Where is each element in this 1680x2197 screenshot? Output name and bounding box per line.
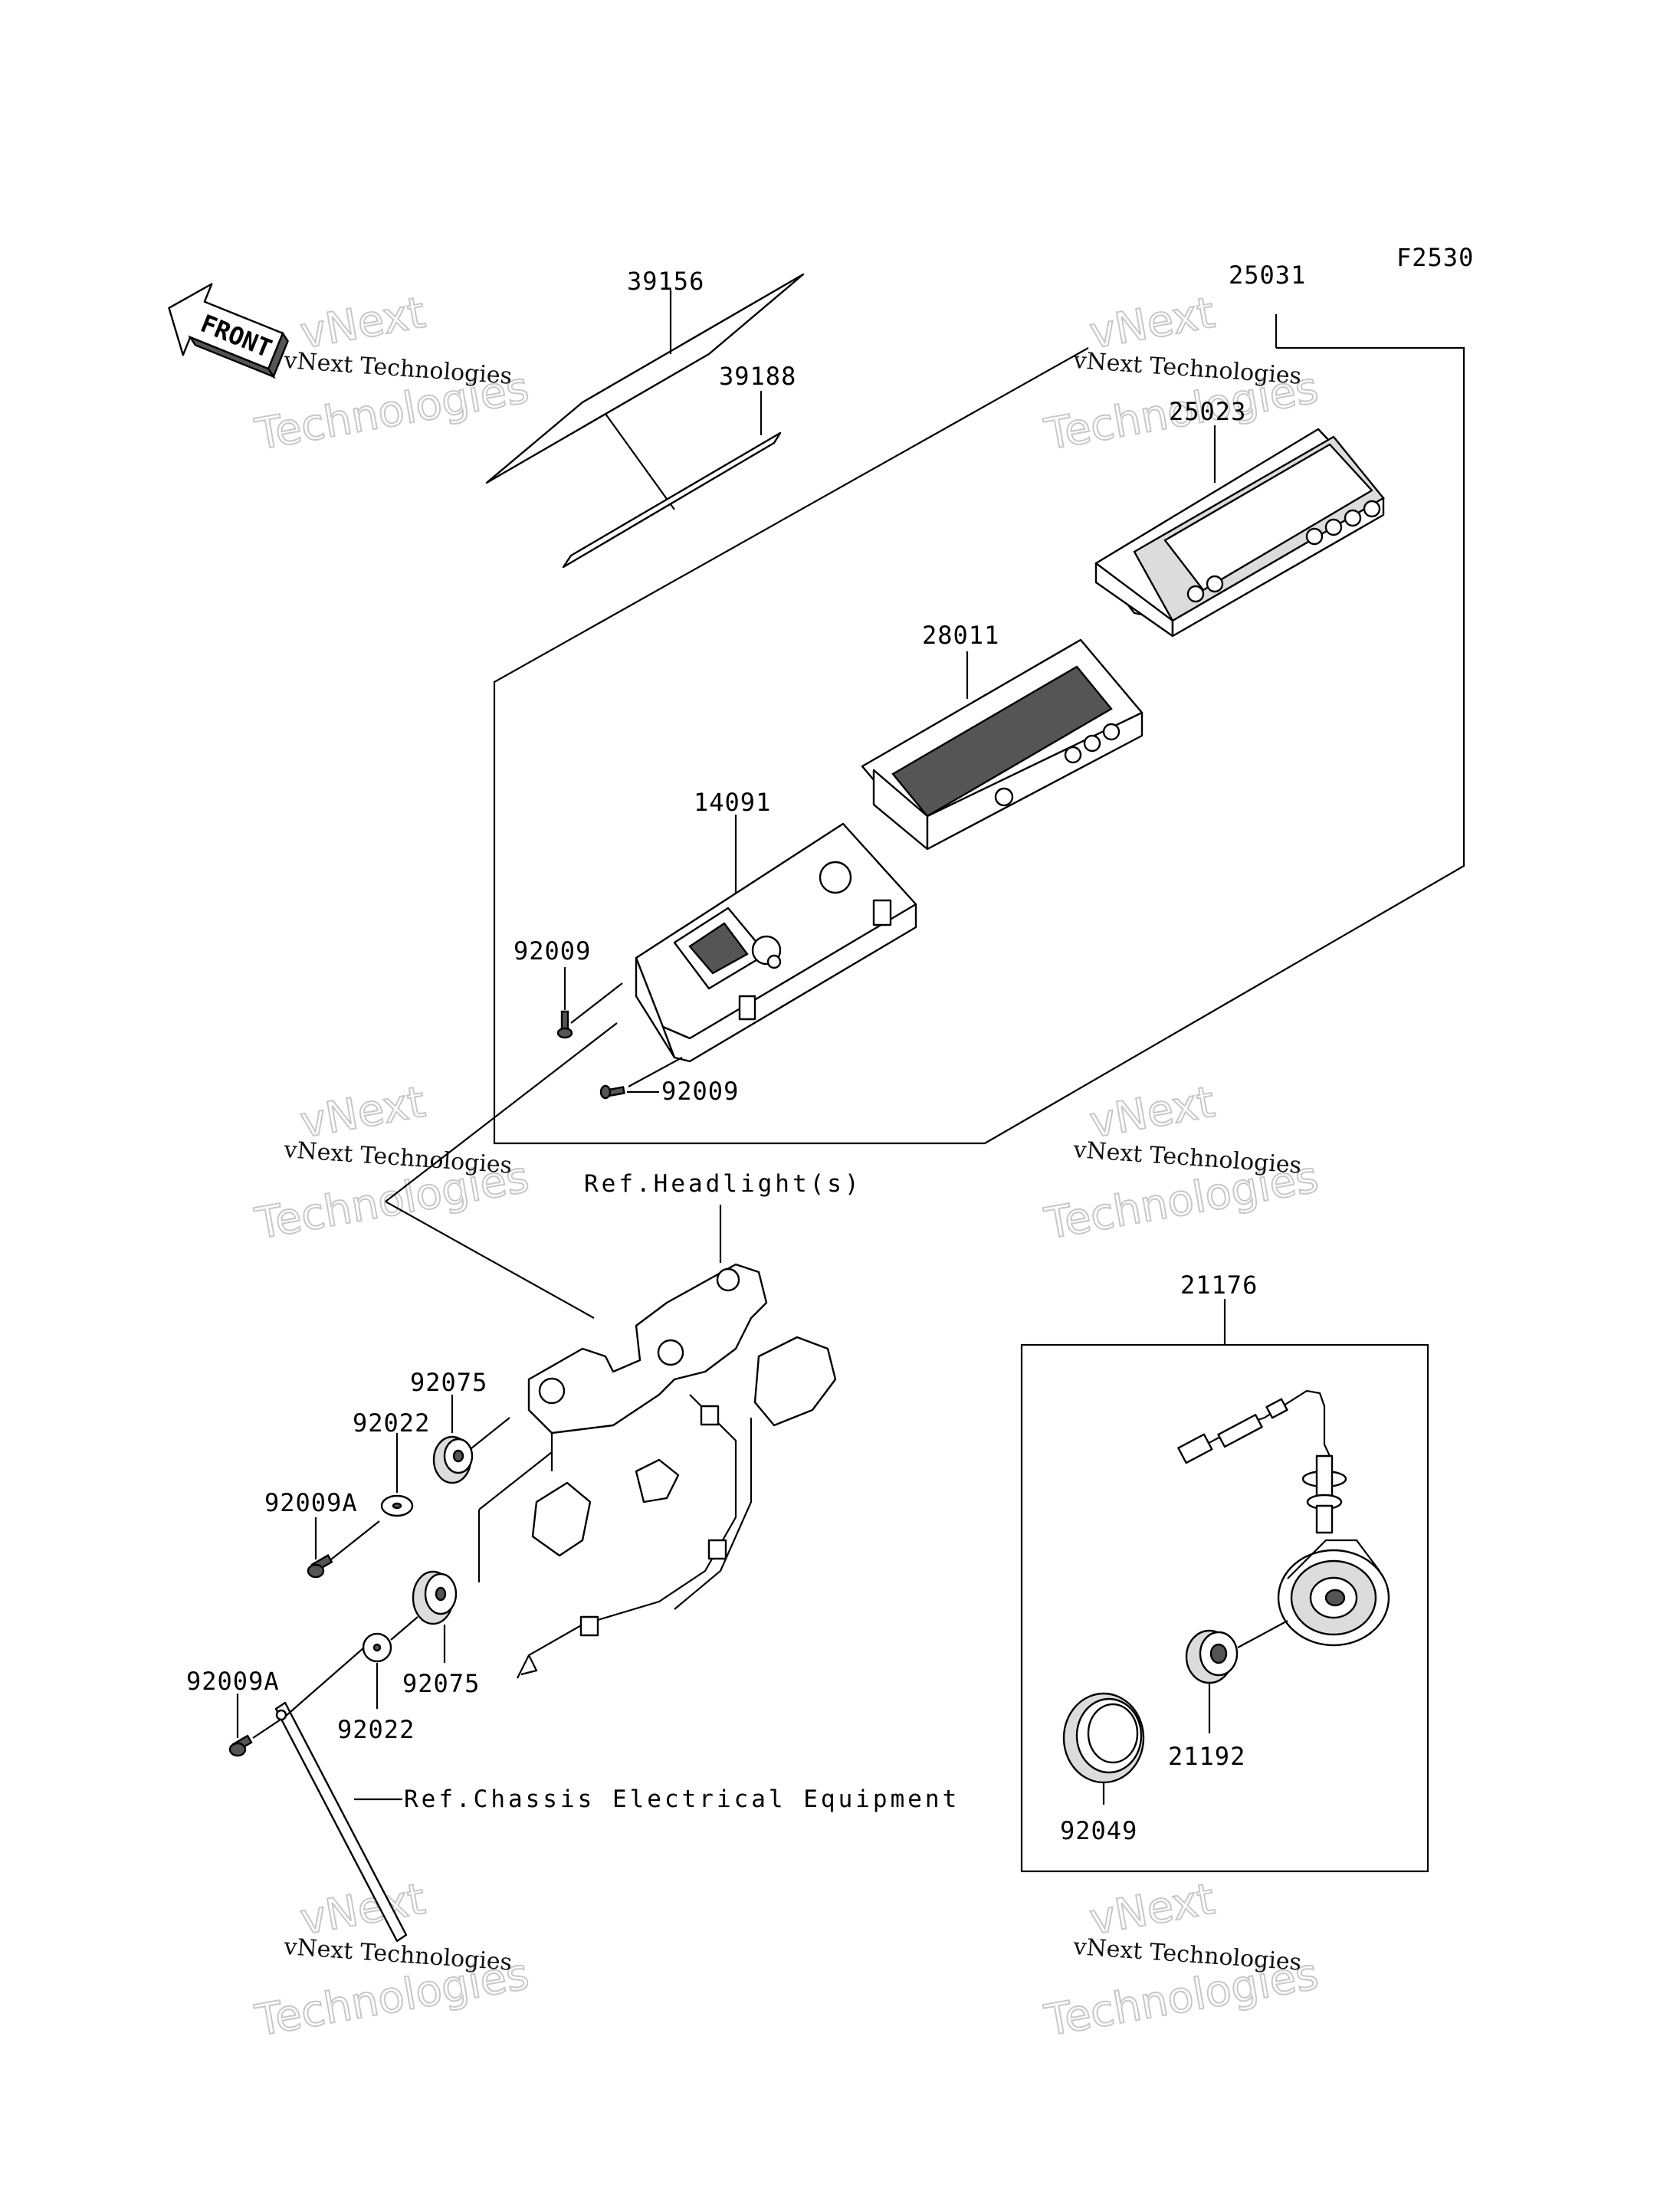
svg-text:vNext: vNext — [1086, 288, 1218, 359]
part-92049-label: 92049 — [1060, 1816, 1137, 1845]
part-92022-washer-upper — [380, 1494, 414, 1517]
front-arrow-icon: FRONT — [168, 283, 289, 379]
part-14091-label: 14091 — [694, 788, 771, 817]
ref-headlight-label: Ref.Headlight(s) — [584, 1170, 862, 1198]
part-14091-meter-case — [635, 822, 917, 1063]
part-92075-grommet-upper — [432, 1435, 474, 1484]
part-92022-label-upper: 92022 — [353, 1408, 430, 1438]
svg-text:vNext: vNext — [297, 1874, 428, 1945]
part-92009A-bolt-upper — [307, 1554, 333, 1579]
watermark-text-bottom-right: vNext Technologies — [1071, 1933, 1302, 1976]
watermark-text-top-left: vNext Technologies — [282, 347, 513, 390]
part-39188-label: 39188 — [719, 362, 796, 391]
part-92009-screw-lower — [599, 1084, 625, 1100]
part-92009A-label-upper: 92009A — [264, 1488, 358, 1517]
part-92022-label-lower: 92022 — [337, 1715, 415, 1744]
watermark-text-top-right: vNext Technologies — [1071, 347, 1302, 390]
part-92009-label-lower: 92009 — [661, 1077, 739, 1106]
part-92075-label-upper: 92075 — [410, 1368, 487, 1397]
part-92022-washer-lower — [362, 1632, 392, 1663]
part-39156-label: 39156 — [627, 267, 704, 296]
part-28011-label: 28011 — [922, 621, 999, 650]
ref-chassis-label: Ref.Chassis Electrical Equipment — [404, 1785, 960, 1813]
part-92075-label-lower: 92075 — [402, 1669, 480, 1698]
svg-text:vNext: vNext — [297, 1077, 428, 1148]
watermark-text-mid-right: vNext Technologies — [1071, 1136, 1302, 1179]
part-21192-nut — [1185, 1629, 1239, 1684]
chassis-mount-rod — [274, 1701, 408, 1943]
part-92009A-label-lower: 92009A — [186, 1667, 280, 1696]
watermark-text-mid-left: vNext Technologies — [282, 1136, 513, 1179]
part-92075-grommet-lower — [412, 1570, 458, 1625]
part-92009-screw-upper — [556, 1010, 573, 1039]
part-28011-meter-unit — [861, 638, 1144, 851]
assembly-25031-outline — [493, 346, 1465, 1145]
part-39188-strip — [562, 431, 782, 569]
svg-text:vNext: vNext — [1086, 1077, 1218, 1148]
part-25031-label: 25031 — [1229, 261, 1306, 290]
bracket-headlight-stay — [517, 1263, 837, 1679]
part-25023-label: 25023 — [1169, 397, 1246, 426]
svg-text:vNext: vNext — [297, 288, 428, 359]
part-39156-lens — [485, 273, 805, 484]
part-25023-meter-cover — [1094, 428, 1385, 638]
part-92009-label-upper: 92009 — [514, 936, 591, 966]
part-21176-label: 21176 — [1180, 1271, 1258, 1300]
part-21176-speed-sensor — [1177, 1389, 1390, 1647]
part-92009A-bolt-lower — [228, 1734, 253, 1757]
part-21192-label: 21192 — [1168, 1742, 1245, 1771]
part-92049-seal — [1062, 1692, 1145, 1784]
figure-code: F2530 — [1396, 243, 1474, 272]
svg-text:vNext: vNext — [1086, 1874, 1218, 1945]
